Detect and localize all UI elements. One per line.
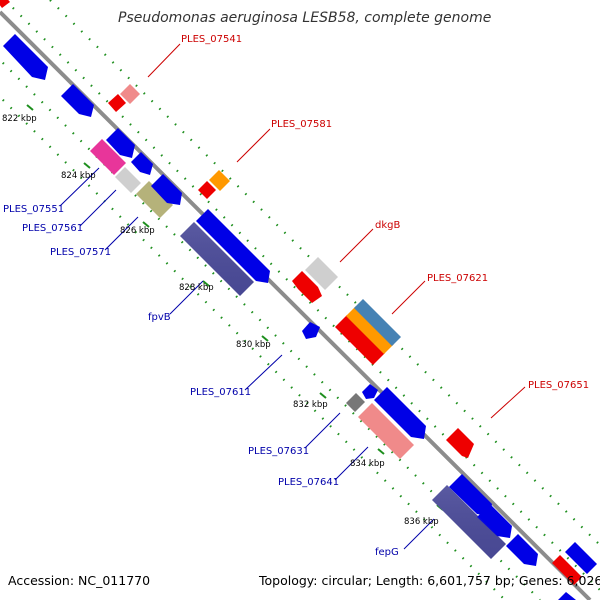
- genome-backbone: [0, 10, 592, 600]
- gene-dkgb[interactable]: [305, 257, 338, 290]
- gene-ples-07551[interactable]: [90, 139, 126, 175]
- accession-text: Accession: NC_011770: [8, 573, 150, 588]
- label-ples-07611[interactable]: PLES_07611: [190, 387, 251, 398]
- topology-text: Topology: circular; Length: 6,601,757 bp…: [258, 573, 600, 588]
- label-ples-07561[interactable]: PLES_07561: [22, 223, 83, 234]
- gene-ples-07631[interactable]: [346, 393, 365, 412]
- tick-label: 824 kbp: [61, 171, 96, 181]
- label-fpvb[interactable]: fpvB: [148, 312, 171, 323]
- gene-shading: [180, 222, 506, 559]
- kbp-ticks: [26, 104, 444, 511]
- gene-ples-07561[interactable]: [115, 167, 141, 193]
- label-ples-07651[interactable]: PLES_07651: [528, 380, 589, 391]
- gene-ples-07581[interactable]: [198, 181, 216, 199]
- genes-upper: [0, 0, 597, 585]
- gene-blue-8[interactable]: [374, 387, 426, 439]
- tick-label: 826 kbp: [120, 226, 155, 236]
- label-ples-07571[interactable]: PLES_07571: [50, 247, 111, 258]
- gene-ples-07651[interactable]: [446, 428, 474, 458]
- label-ples-07581[interactable]: PLES_07581: [271, 119, 332, 130]
- gene-dkgb-red[interactable]: [292, 271, 322, 303]
- map-title: Pseudomonas aeruginosa LESB58, complete …: [118, 10, 491, 26]
- gene-ples-07571[interactable]: [136, 181, 173, 218]
- outer-track-1: [4, 0, 600, 591]
- label-ples-07551[interactable]: PLES_07551: [3, 204, 64, 215]
- tick-label: 828 kbp: [179, 283, 214, 293]
- label-fepg[interactable]: fepG: [375, 547, 399, 558]
- gene-blue-9[interactable]: [449, 474, 492, 516]
- gene-blue-12[interactable]: [558, 592, 576, 600]
- leader-lines: [59, 43, 526, 550]
- tick-label: 822 kbp: [2, 114, 37, 124]
- tick-label: 830 kbp: [236, 340, 271, 350]
- label-ples-07631[interactable]: PLES_07631: [248, 446, 309, 457]
- label-ples-07641[interactable]: PLES_07641: [278, 477, 339, 488]
- gene-ples-07581-orange[interactable]: [209, 170, 230, 191]
- gene-blue-2[interactable]: [61, 84, 94, 117]
- gene-top-left-red[interactable]: [0, 0, 10, 8]
- label-ples-07541[interactable]: PLES_07541: [181, 34, 242, 45]
- gene-ples-07621[interactable]: [354, 299, 401, 346]
- gene-blue-3[interactable]: [106, 128, 135, 158]
- gene-ples-07641[interactable]: [358, 403, 414, 459]
- gene-ples-07611[interactable]: [302, 322, 320, 339]
- gene-ples-07621-red[interactable]: [335, 315, 385, 365]
- gene-blue-6[interactable]: [196, 209, 270, 283]
- gene-blue-5[interactable]: [151, 174, 182, 205]
- gene-blue-4[interactable]: [131, 152, 153, 175]
- gene-upper-edge-blue[interactable]: [565, 542, 597, 574]
- label-ples-07621[interactable]: PLES_07621: [427, 273, 488, 284]
- label-dkgb[interactable]: dkgB: [375, 220, 400, 231]
- inner-track-1: [0, 58, 541, 600]
- gene-blue-1[interactable]: [3, 34, 48, 80]
- tick-label: 832 kbp: [293, 400, 328, 410]
- gene-blue-11[interactable]: [506, 534, 538, 566]
- gene-blue-7[interactable]: [362, 384, 378, 399]
- gene-ples-07541[interactable]: [108, 94, 126, 112]
- gene-upper-edge-red[interactable]: [552, 555, 582, 585]
- gene-ples-07541-pink[interactable]: [120, 84, 140, 104]
- tick-label: 834 kbp: [350, 459, 385, 469]
- tick-label: 836 kbp: [404, 517, 439, 527]
- gene-ples-07621-orange[interactable]: [346, 306, 394, 354]
- gene-blue-10[interactable]: [477, 504, 512, 538]
